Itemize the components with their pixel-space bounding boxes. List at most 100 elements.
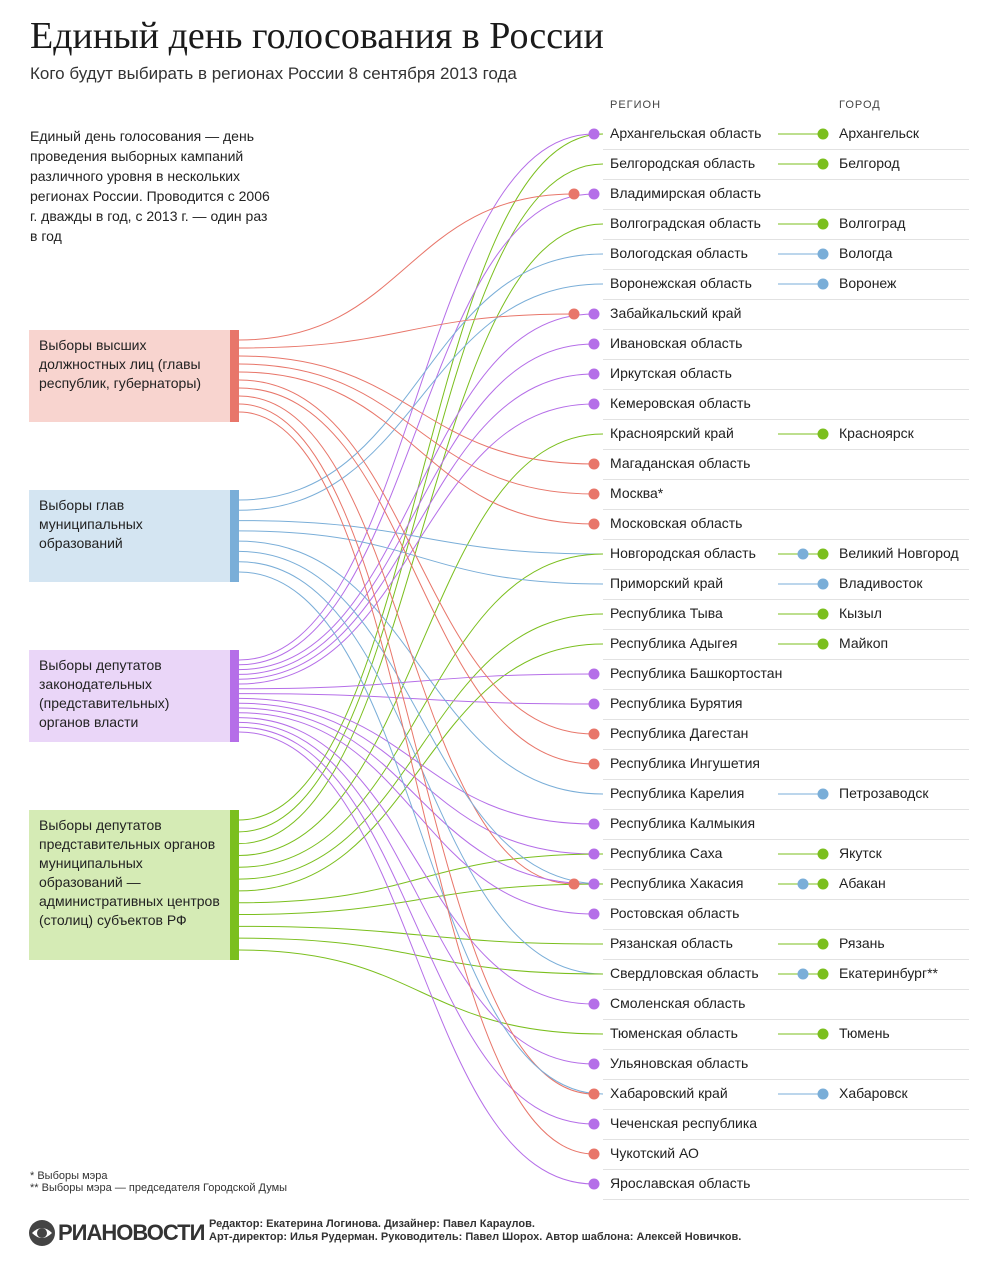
region-dot <box>588 818 600 830</box>
region-row: Новгородская область Великий Новгород <box>603 539 969 570</box>
link-legislative <box>238 673 595 690</box>
region-row: Иркутская область <box>603 359 969 390</box>
city-name: Владивосток <box>839 575 923 591</box>
region-row: Москва* <box>603 479 969 510</box>
region-dot <box>568 878 580 890</box>
category-bar-admin_centers <box>230 810 239 960</box>
region-name: Чеченская республика <box>610 1115 758 1131</box>
region-dot <box>588 518 600 530</box>
region-name: Кемеровская область <box>610 395 751 411</box>
region-name: Смоленская область <box>610 995 746 1011</box>
region-row: Ростовская область <box>603 899 969 930</box>
region-name: Новгородская область <box>610 545 756 561</box>
link-admin_centers <box>238 553 604 868</box>
category-municipal: Выборы глав муниципальных образований <box>29 490 230 582</box>
page-title: Единый день голосования в России <box>30 15 604 57</box>
link-heads <box>238 363 595 495</box>
city-dot <box>817 608 829 620</box>
link-legislative <box>238 707 595 885</box>
link-legislative <box>238 403 595 685</box>
category-heads: Выборы высших должностных лиц (главы рес… <box>29 330 230 422</box>
region-dot <box>588 488 600 500</box>
city-dot <box>797 968 809 980</box>
city-dot <box>817 848 829 860</box>
link-municipal <box>238 253 604 501</box>
region-name: Московская область <box>610 515 743 531</box>
region-dot <box>588 698 600 710</box>
region-dot <box>568 308 580 320</box>
region-name: Архангельская область <box>610 125 762 141</box>
region-name: Хабаровский край <box>610 1085 728 1101</box>
region-name: Республика Ингушетия <box>610 755 761 771</box>
link-municipal <box>238 520 604 555</box>
city-name: Воронеж <box>839 275 897 291</box>
city-dot <box>797 878 809 890</box>
city-dot <box>817 968 829 980</box>
link-heads <box>238 379 595 735</box>
region-dot <box>588 398 600 410</box>
link-admin_centers <box>238 937 604 975</box>
region-name: Вологодская область <box>610 245 748 261</box>
footnote-mayor: * Выборы мэра <box>30 1170 108 1182</box>
logo-text: РИАНОВОСТИ <box>58 1220 205 1245</box>
city-name: Хабаровск <box>839 1085 908 1101</box>
city-name: Кызыл <box>839 605 882 621</box>
region-row: Республика Дагестан <box>603 719 969 750</box>
region-dot <box>588 878 600 890</box>
link-municipal <box>238 530 604 585</box>
region-dot <box>568 188 580 200</box>
link-admin_centers <box>238 223 604 845</box>
link-legislative <box>238 697 595 825</box>
region-row: Забайкальский край <box>603 299 969 330</box>
link-legislative <box>238 712 595 915</box>
link-municipal <box>238 571 604 1095</box>
region-dot <box>588 1088 600 1100</box>
region-dot <box>588 758 600 770</box>
link-admin_centers <box>238 433 604 856</box>
category-label: Выборы депутатов законодательных (предст… <box>39 657 170 730</box>
link-heads <box>238 313 575 349</box>
region-dot <box>588 308 600 320</box>
region-name: Забайкальский край <box>610 305 742 321</box>
region-name: Республика Адыгея <box>610 635 738 651</box>
link-admin_centers <box>238 613 604 880</box>
region-dot <box>588 668 600 680</box>
region-row: Архангельская область Архангельск <box>603 119 969 150</box>
link-admin_centers <box>238 133 604 821</box>
region-row: Республика Башкортостан <box>603 659 969 690</box>
region-name: Чукотский АО <box>610 1145 699 1161</box>
city-dot <box>817 218 829 230</box>
city-dot <box>797 548 809 560</box>
region-dot <box>588 1178 600 1190</box>
city-name: Екатеринбург** <box>839 965 938 981</box>
region-name: Белгородская область <box>610 155 756 171</box>
city-dot <box>817 158 829 170</box>
link-legislative <box>238 717 595 1005</box>
link-legislative <box>238 313 595 671</box>
city-name: Великий Новгород <box>839 545 959 561</box>
region-name: Магаданская область <box>610 455 751 471</box>
region-name: Республика Хакасия <box>610 875 744 891</box>
city-name: Архангельск <box>839 125 920 141</box>
category-bar-legislative <box>230 650 239 742</box>
city-dot <box>817 788 829 800</box>
description: Единый день голосования — день проведени… <box>30 128 270 244</box>
category-legislative: Выборы депутатов законодательных (предст… <box>29 650 230 742</box>
link-heads <box>238 411 595 1155</box>
link-legislative <box>238 702 595 855</box>
region-name: Приморский край <box>610 575 724 591</box>
ria-logo-icon <box>29 1220 55 1246</box>
region-column-header: РЕГИОН <box>610 99 662 111</box>
category-bar-municipal <box>230 490 239 582</box>
region-dot <box>588 188 600 200</box>
city-dot <box>817 428 829 440</box>
region-row: Московская область <box>603 509 969 540</box>
region-name: Республика Бурятия <box>610 695 743 711</box>
credits-line-1: Редактор: Екатерина Логинова. Дизайнер: … <box>209 1218 535 1230</box>
